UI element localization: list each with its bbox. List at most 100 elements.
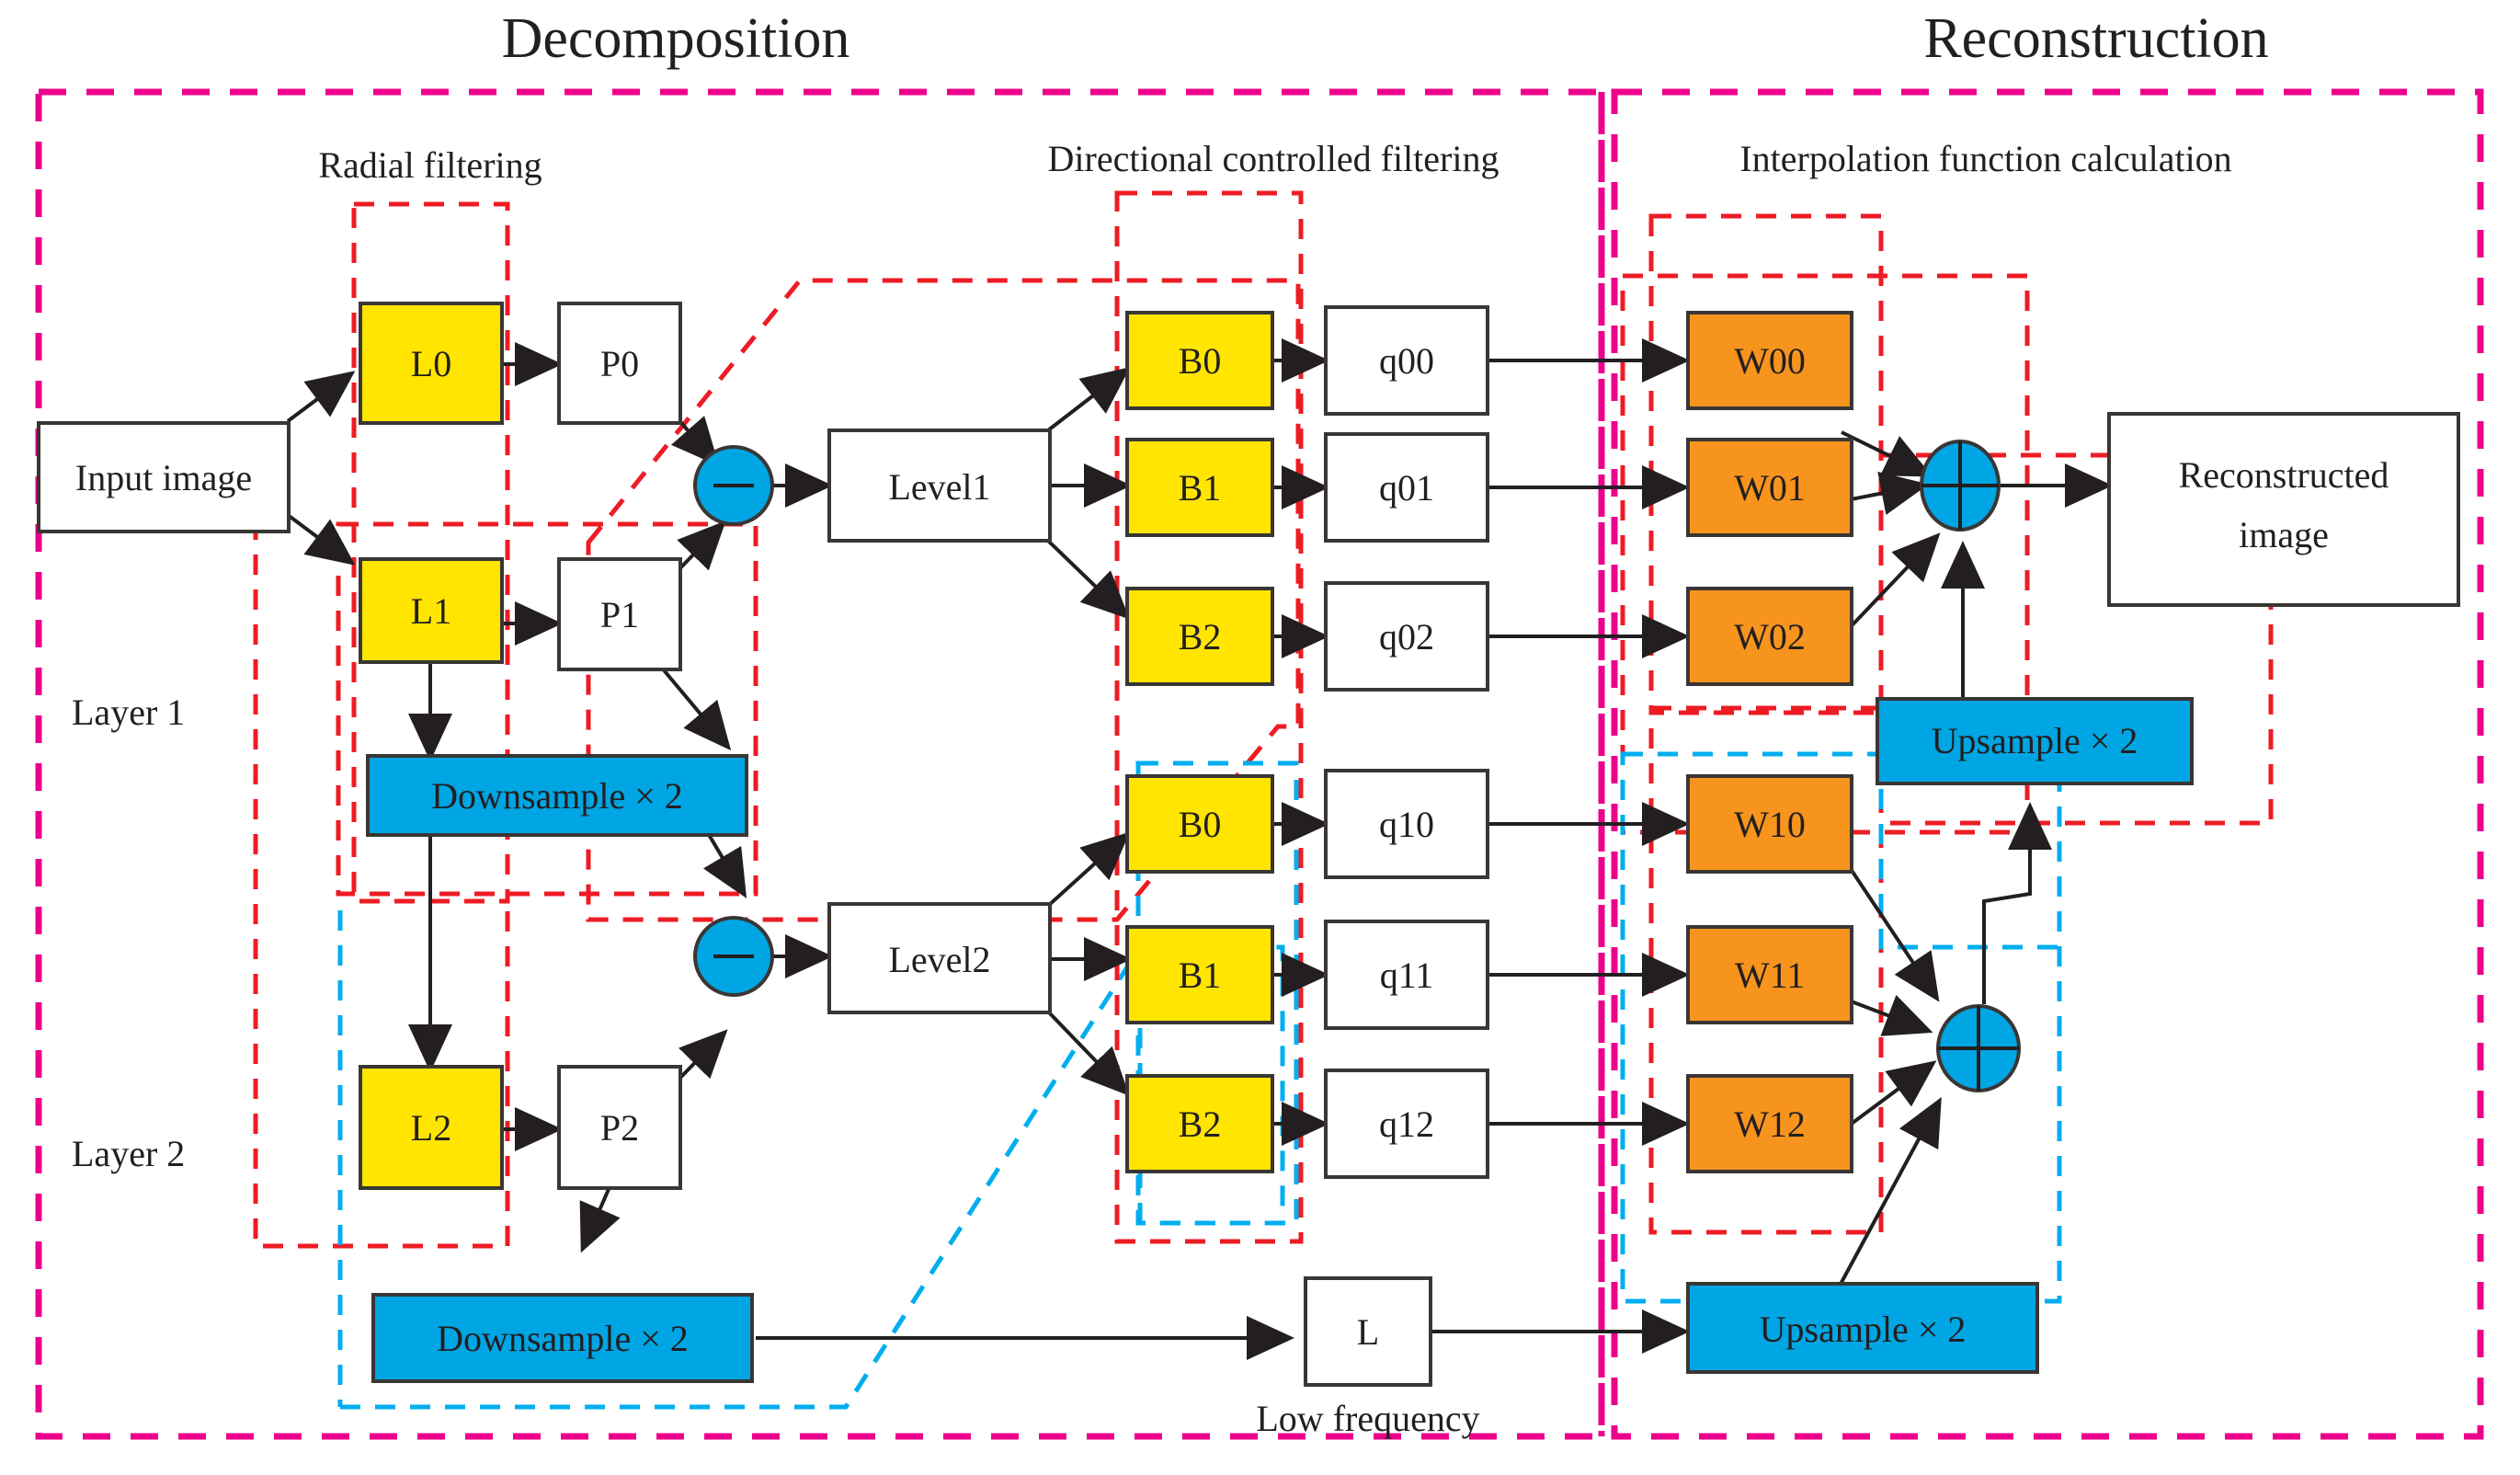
text-b0-level1: B0 (1179, 340, 1222, 382)
text-downsample-layer2: Downsample × 2 (437, 1318, 689, 1359)
node-reconstructed-image[interactable] (2107, 412, 2460, 607)
arrow-level1-to-b00 (1046, 367, 1131, 432)
node-w11[interactable] (1686, 925, 1853, 1024)
reconstruct-level2-cyan-inner (1878, 754, 2059, 950)
node-l2[interactable] (359, 1065, 504, 1190)
radial-filter-layer2-boundary (253, 520, 510, 1249)
node-w01[interactable] (1686, 438, 1853, 537)
text-low-frequency-l: L (1357, 1311, 1379, 1353)
radial-filter-layer1-boundary (336, 521, 758, 897)
text-w00: W00 (1734, 340, 1806, 382)
arrow-sum2-to-upsample1 (1982, 802, 2052, 1004)
label-directional-filtering: Directional controlled filtering (1048, 138, 1499, 179)
text-q00: q00 (1379, 340, 1434, 382)
text-upsample-level2: Upsample × 2 (1760, 1309, 1967, 1350)
text-b2-level1: B2 (1179, 616, 1222, 657)
text-reconstructed-image-line1: Reconstructed (2179, 454, 2389, 496)
arrow-p1-to-downsample1 (658, 664, 732, 751)
text-w02: W02 (1734, 616, 1806, 657)
node-w12[interactable] (1686, 1074, 1853, 1173)
arrow-p2-to-minus2 (673, 1029, 728, 1085)
text-l2: L2 (411, 1107, 451, 1149)
node-b1-level1[interactable] (1125, 438, 1274, 537)
node-input-image[interactable] (37, 421, 291, 533)
text-b0-level2: B0 (1179, 804, 1222, 845)
node-w10[interactable] (1686, 774, 1853, 874)
directional-b-level1-boundary (1114, 190, 1304, 1244)
text-upsample-level1: Upsample × 2 (1932, 720, 2138, 761)
node-level1[interactable] (827, 429, 1052, 543)
text-reconstructed-image-line2: image (2239, 514, 2329, 555)
text-p2: P2 (600, 1107, 639, 1149)
label-layer-2: Layer 2 (72, 1133, 185, 1174)
text-q12: q12 (1379, 1103, 1434, 1145)
reconstruction-region-boundary (1611, 88, 2484, 1440)
node-q01[interactable] (1324, 432, 1489, 543)
interpolation-w-level1-boundary (1648, 213, 1884, 715)
label-interpolation-calculation: Interpolation function calculation (1739, 138, 2231, 179)
label-layer-1: Layer 1 (72, 692, 185, 733)
node-upsample-level1[interactable] (1876, 697, 2194, 785)
text-downsample-layer1: Downsample × 2 (431, 775, 683, 817)
node-downsample-layer1[interactable] (366, 754, 748, 837)
text-b1-level2: B1 (1179, 955, 1222, 996)
reconstruct-sum-level2-boundary (1881, 452, 2274, 826)
text-q02: q02 (1379, 616, 1434, 657)
node-q10[interactable] (1324, 769, 1489, 879)
arrow-level2-to-b10 (1046, 831, 1130, 908)
arrow-input-to-l1 (286, 513, 356, 566)
text-l1: L1 (411, 590, 451, 632)
arrow-level1-to-b02 (1046, 539, 1130, 620)
node-low-frequency-l[interactable] (1304, 1276, 1432, 1387)
node-w00[interactable] (1686, 311, 1853, 410)
arrow-downsample1-to-minus2 (702, 831, 747, 898)
node-w02[interactable] (1686, 587, 1853, 686)
node-q00[interactable] (1324, 305, 1489, 416)
arrow-w01-to-sum1 (1841, 471, 1929, 515)
node-p2[interactable] (557, 1065, 682, 1190)
node-b2-level2[interactable] (1125, 1074, 1274, 1173)
level1-flow-boundary (586, 278, 1301, 922)
node-l1[interactable] (359, 557, 504, 664)
node-l0[interactable] (359, 302, 504, 425)
text-input-image: Input image (75, 457, 252, 498)
text-w10: W10 (1734, 804, 1806, 845)
label-radial-filtering: Radial filtering (318, 144, 542, 186)
node-q12[interactable] (1324, 1069, 1489, 1179)
caption-low-frequency: Low frequency (1256, 1398, 1479, 1439)
decomposition-region-boundary (35, 88, 1605, 1440)
text-q10: q10 (1379, 804, 1434, 845)
text-level2: Level2 (888, 939, 990, 980)
text-p1: P1 (600, 594, 639, 635)
title-decomposition: Decomposition (502, 7, 850, 70)
text-p0: P0 (600, 343, 639, 384)
arrow-w12-to-sum2 (1840, 1060, 1937, 1133)
arrow-w02-to-sum1 (1840, 532, 1941, 638)
interpolation-w-level2-boundary (1648, 705, 1884, 1235)
text-b2-level2: B2 (1179, 1103, 1222, 1145)
node-downsample-layer2[interactable] (371, 1293, 754, 1383)
arrow-w11-to-sum2 (1841, 994, 1933, 1036)
node-b0-level1[interactable] (1125, 311, 1274, 410)
node-p0[interactable] (557, 302, 682, 425)
text-level1: Level1 (888, 466, 990, 508)
text-q11: q11 (1380, 955, 1434, 996)
text-w12: W12 (1734, 1103, 1806, 1145)
node-upsample-level2[interactable] (1686, 1282, 2039, 1374)
node-level2[interactable] (827, 902, 1052, 1014)
text-b1-level1: B1 (1179, 467, 1222, 509)
arrow-p1-to-minus1 (673, 520, 726, 576)
node-b1-level2[interactable] (1125, 925, 1274, 1024)
node-q11[interactable] (1324, 920, 1489, 1030)
node-q02[interactable] (1324, 581, 1489, 692)
arrow-w00-to-sum1 (1841, 430, 1933, 477)
arrow-input-to-l0 (286, 371, 356, 423)
text-w11: W11 (1735, 955, 1805, 996)
arrow-w10-to-sum2 (1840, 853, 1940, 1002)
node-p1[interactable] (557, 557, 682, 671)
node-b0-level2[interactable] (1125, 774, 1274, 874)
node-b2-level1[interactable] (1125, 587, 1274, 686)
text-l0: L0 (411, 343, 451, 384)
